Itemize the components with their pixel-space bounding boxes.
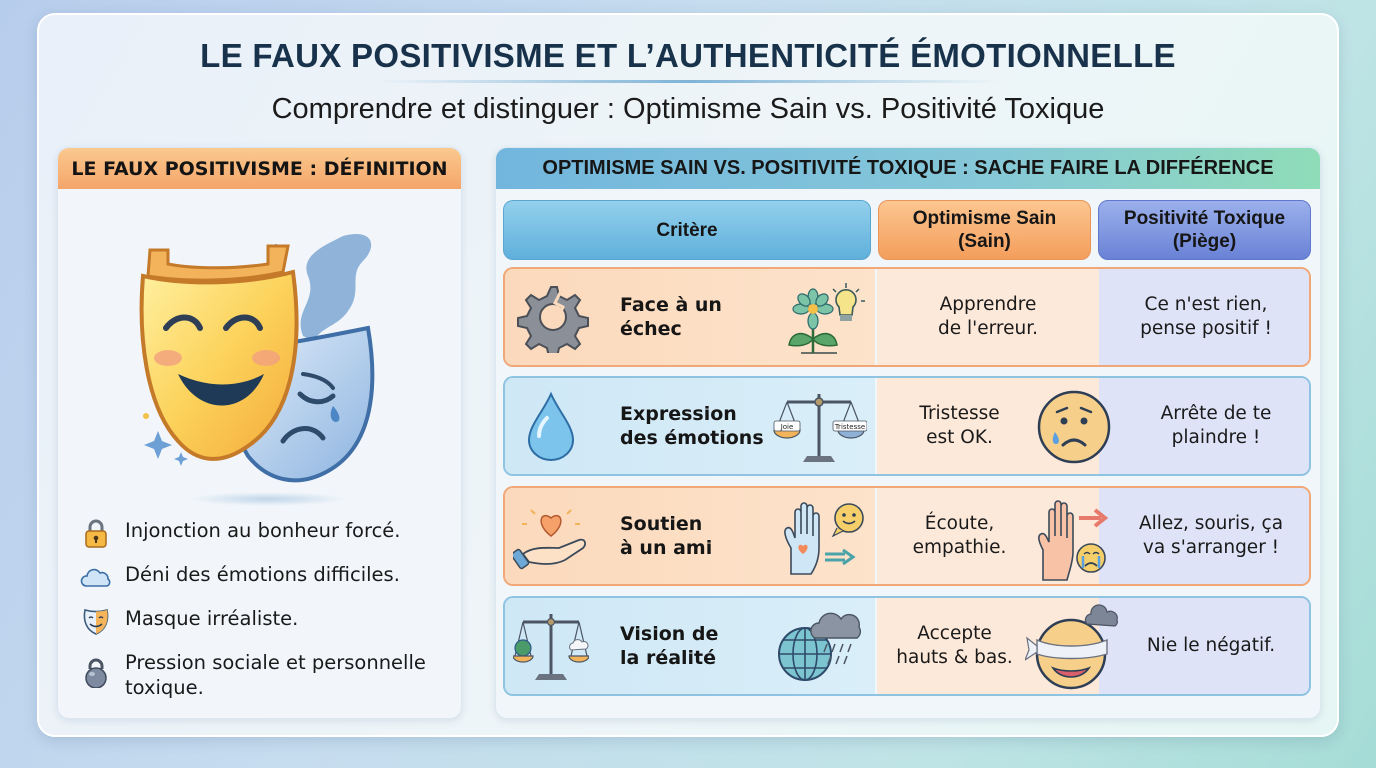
column-header-label: Optimisme Sain (Sain) bbox=[912, 208, 1057, 252]
definition-text: Pression sociale et personnelle toxique. bbox=[125, 651, 426, 699]
crying-face-icon bbox=[1037, 390, 1111, 464]
heart-in-hand-icon bbox=[513, 509, 586, 570]
column-header-healthy: Optimisme Sain (Sain) bbox=[878, 200, 1091, 260]
half-mask-icon bbox=[83, 608, 109, 635]
definition-text: Injonction au bonheur forcé. bbox=[125, 519, 401, 542]
table-row: Expression des émotions Joie Tristesse T… bbox=[503, 376, 1311, 476]
criterion-cell: Expression des émotions Joie Tristesse bbox=[505, 378, 875, 474]
criterion-label: Vision de la réalité bbox=[620, 623, 719, 669]
balance-scale-icon: Joie Tristesse bbox=[773, 394, 867, 462]
column-header-label: Positivité Toxique (Piège) bbox=[1123, 208, 1286, 252]
healthy-cell: Apprendre de l'erreur. bbox=[877, 269, 1099, 365]
broken-gear-icon bbox=[517, 286, 589, 353]
comparison-heading: OPTIMISME SAIN VS. POSITIVITÉ TOXIQUE : … bbox=[496, 148, 1320, 189]
toxic-text: Allez, souris, ça va s'arranger ! bbox=[1138, 513, 1284, 558]
definition-text: Masque irréaliste. bbox=[125, 607, 299, 630]
healthy-text: Tristesse est OK. bbox=[919, 403, 1000, 448]
scale-label-joy: Joie bbox=[780, 423, 794, 431]
criterion-cell: Vision de la réalité bbox=[505, 598, 875, 694]
hand-heart-speech-icon bbox=[784, 502, 864, 575]
blindfolded-smile-icon bbox=[1025, 604, 1118, 690]
healthy-text: Écoute, empathie. bbox=[912, 513, 1007, 558]
scale-label-sadness: Tristesse bbox=[834, 423, 865, 431]
column-header-criterion: Critère bbox=[503, 200, 871, 260]
definition-heading: LE FAUX POSITIVISME : DÉFINITION bbox=[58, 148, 461, 189]
criterion-label: Soutien à un ami bbox=[620, 513, 713, 559]
healthy-text: Accepte hauts & bas. bbox=[896, 623, 1013, 668]
column-header-toxic: Positivité Toxique (Piège) bbox=[1098, 200, 1311, 260]
definition-list: Injonction au bonheur forcé. Déni des ém… bbox=[80, 518, 450, 714]
criterion-label: Face à un échec bbox=[620, 294, 722, 340]
toxic-cell: Nie le négatif. bbox=[1099, 598, 1309, 694]
toxic-cell: Arrête de te plaindre ! bbox=[1099, 378, 1309, 474]
criterion-cell: Soutien à un ami bbox=[505, 488, 875, 584]
definition-item: Injonction au bonheur forcé. bbox=[80, 518, 450, 548]
comedy-tragedy-masks-icon bbox=[139, 234, 375, 506]
column-header-label: Critère bbox=[656, 219, 718, 241]
toxic-cell: Ce n'est rien, pense positif ! bbox=[1099, 269, 1309, 365]
criterion-cell: Face à un échec bbox=[505, 269, 875, 365]
healthy-text: Apprendre de l'erreur. bbox=[938, 294, 1038, 339]
page-title: LE FAUX POSITIVISME ET L’AUTHENTICITÉ ÉM… bbox=[200, 37, 1176, 74]
padlock-icon bbox=[85, 519, 107, 548]
definition-item: Déni des émotions difficiles. bbox=[80, 562, 450, 592]
table-row: Face à un échec bbox=[503, 267, 1311, 367]
water-drop-icon bbox=[527, 391, 575, 461]
definition-item: Masque irréaliste. bbox=[80, 606, 450, 636]
balance-globe-cloud-icon bbox=[513, 614, 589, 680]
cloud-icon bbox=[80, 568, 111, 587]
table-row: Soutien à un ami Écoute, empathie. Allez… bbox=[503, 486, 1311, 586]
infographic-card: LE FAUX POSITIVISME ET L’AUTHENTICITÉ ÉM… bbox=[37, 13, 1339, 737]
toxic-text: Nie le négatif. bbox=[1146, 635, 1276, 656]
definition-text: Déni des émotions difficiles. bbox=[125, 563, 400, 586]
stop-hand-crying-face-icon bbox=[1038, 500, 1109, 581]
toxic-cell: Allez, souris, ça va s'arranger ! bbox=[1099, 488, 1309, 584]
definition-item: Pression sociale et personnelle toxique. bbox=[80, 650, 450, 700]
globe-rain-cloud-icon bbox=[778, 612, 862, 681]
flower-lightbulb-icon bbox=[788, 283, 865, 354]
page-subtitle: Comprendre et distinguer : Optimisme Sai… bbox=[271, 93, 1105, 125]
title-divider bbox=[379, 80, 999, 83]
comparison-panel: OPTIMISME SAIN VS. POSITIVITÉ TOXIQUE : … bbox=[495, 147, 1321, 719]
table-row: Vision de la réalité Accepte hauts & bas… bbox=[503, 596, 1311, 696]
definition-panel: LE FAUX POSITIVISME : DÉFINITION bbox=[57, 147, 462, 719]
criterion-label: Expression des émotions bbox=[620, 403, 764, 449]
toxic-text: Arrête de te plaindre ! bbox=[1160, 403, 1272, 448]
toxic-text: Ce n'est rien, pense positif ! bbox=[1140, 294, 1272, 339]
kettlebell-icon bbox=[85, 658, 107, 688]
